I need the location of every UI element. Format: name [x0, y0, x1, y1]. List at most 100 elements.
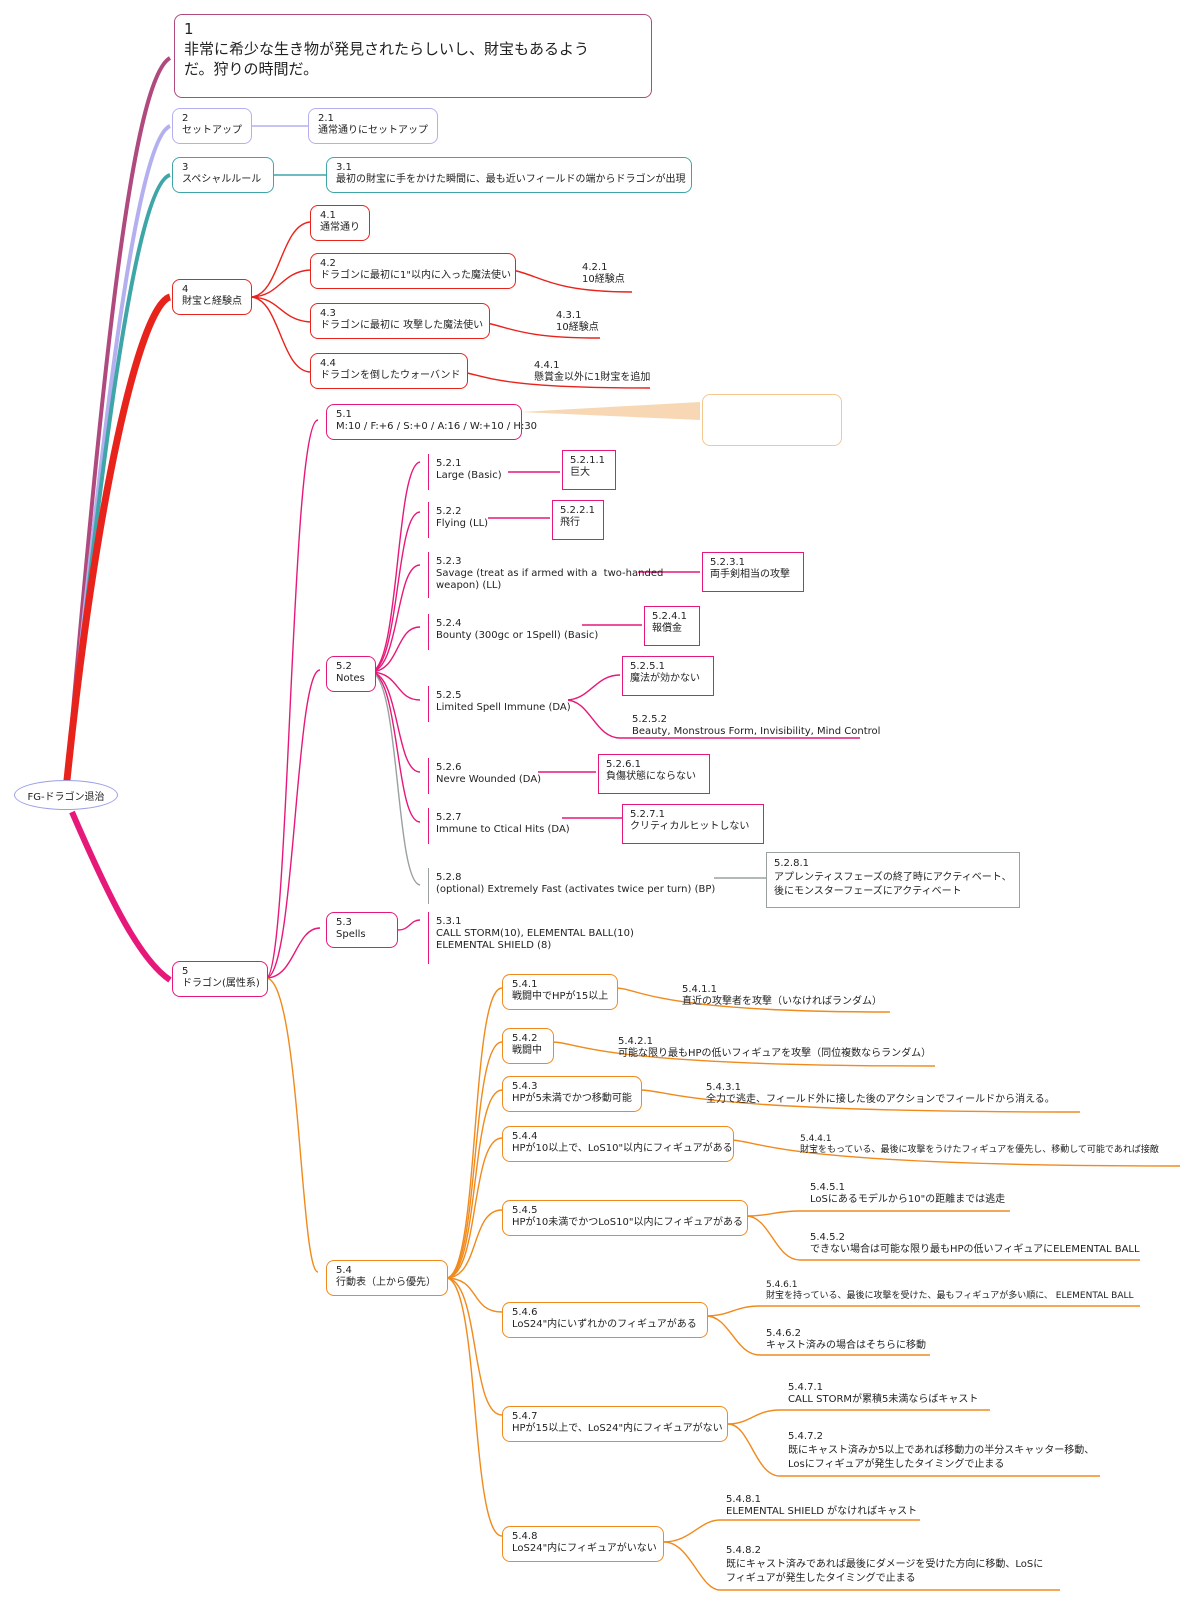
topic-id: 5.3 — [336, 917, 352, 928]
callout-note[interactable] — [702, 394, 842, 446]
topic-5-4-5-1[interactable]: 5.4.5.1 LoSにあるモデルから10"の距離までは逃走 — [808, 1182, 1007, 1206]
topic-id: 5.4.7 — [512, 1411, 538, 1422]
topic-5-4-4-1[interactable]: 5.4.4.1 財宝をもっている、最後に攻撃をうけたフィギュアを優先し、移動して… — [798, 1134, 1161, 1156]
topic-text: 懸賞金以外に1財宝を追加 — [534, 372, 651, 383]
topic-text: HPが10以上で、LoS10"以内にフィギュアがある — [512, 1143, 733, 1154]
topic-5-2-5-1[interactable]: 5.2.5.1 魔法が効かない — [622, 656, 714, 696]
topic-text: 10経験点 — [556, 322, 599, 333]
topic-5-4-6[interactable]: 5.4.6 LoS24"内にいずれかのフィギュアがある — [502, 1302, 708, 1338]
topic-5-4-8-2[interactable]: 5.4.8.2 既にキャスト済みであれば最後にダメージを受けた方向に移動、LoS… — [724, 1544, 1045, 1586]
topic-5-2-3-1[interactable]: 5.2.3.1 両手剣相当の攻撃 — [702, 552, 804, 592]
topic-5-2-2-1[interactable]: 5.2.2.1 飛行 — [552, 500, 604, 540]
topic-5-2-6[interactable]: 5.2.6 Nevre Wounded (DA) — [428, 758, 542, 794]
topic-id: 5.4.2 — [512, 1033, 538, 1044]
topic-id: 4.2 — [320, 258, 336, 269]
topic-text: LoSにあるモデルから10"の距離までは逃走 — [810, 1194, 1006, 1205]
topic-5-2-3[interactable]: 5.2.3 Savage (treat as if armed with a t… — [428, 552, 663, 598]
topic-4-3-1[interactable]: 4.3.1 10経験点 — [554, 310, 601, 334]
topic-id: 4.3 — [320, 308, 336, 319]
topic-4-1[interactable]: 4.1 通常通り — [310, 205, 370, 241]
topic-text: 巨大 — [570, 467, 590, 478]
topic-id: 5.2.5 — [436, 690, 462, 701]
topic-5-4-7-2[interactable]: 5.4.7.2 既にキャスト済みか5以上であれば移動力の半分スキャッター移動、 … — [786, 1430, 1096, 1472]
topic-4-2[interactable]: 4.2 ドラゴンに最初に1"以内に入った魔法使い — [310, 253, 516, 289]
topic-text: 10経験点 — [582, 274, 625, 285]
topic-text: 通常通りにセットアップ — [318, 125, 428, 136]
topic-id: 5.4.5.1 — [810, 1182, 845, 1193]
central-topic[interactable]: FG-ドラゴン退治 — [14, 780, 118, 810]
topic-5-4-2[interactable]: 5.4.2 戦闘中 — [502, 1028, 554, 1064]
topic-4-4-1[interactable]: 4.4.1 懸賞金以外に1財宝を追加 — [532, 360, 652, 384]
topic-4[interactable]: 4 財宝と経験点 — [172, 279, 252, 315]
topic-id: 5.2.6.1 — [606, 759, 641, 770]
topic-5-2-7[interactable]: 5.2.7 Immune to Ctical Hits (DA) — [428, 808, 570, 844]
topic-5-2-1-1[interactable]: 5.2.1.1 巨大 — [562, 450, 616, 490]
topic-5-1[interactable]: 5.1 M:10 / F:+6 / S:+0 / A:16 / W:+10 / … — [326, 404, 537, 440]
topic-5-2-5-2[interactable]: 5.2.5.2 Beauty, Monstrous Form, Invisibi… — [630, 714, 882, 738]
topic-5-2-4[interactable]: 5.2.4 Bounty (300gc or 1Spell) (Basic) — [428, 614, 598, 650]
topic-4-3[interactable]: 4.3 ドラゴンに最初に 攻撃した魔法使い — [310, 303, 490, 339]
topic-text: 財宝と経験点 — [182, 296, 242, 307]
topic-text: ELEMENTAL SHIELD がなければキャスト — [726, 1506, 918, 1517]
topic-id: 5.4.6 — [512, 1307, 538, 1318]
topic-text: Nevre Wounded (DA) — [436, 774, 542, 785]
topic-1[interactable]: 1 非常に希少な生き物が発見されたらしいし、財宝もあるよう だ。狩りの時間だ。 — [174, 14, 652, 98]
topic-5-4[interactable]: 5.4 行動表（上から優先） — [326, 1260, 448, 1296]
topic-id: 5.2.8.1 — [774, 858, 809, 869]
topic-text: HPが15以上で、LoS24"内にフィギュアがない — [512, 1423, 723, 1434]
topic-text: キャスト済みの場合はそちらに移動 — [766, 1340, 926, 1351]
topic-2-1[interactable]: 2.1 通常通りにセットアップ — [308, 108, 438, 144]
topic-5-4-4[interactable]: 5.4.4 HPが10以上で、LoS10"以内にフィギュアがある — [502, 1126, 734, 1162]
topic-text: ドラゴンに最初に1"以内に入った魔法使い — [320, 270, 511, 281]
topic-5-2-1[interactable]: 5.2.1 Large (Basic) — [428, 454, 508, 490]
topic-5-2-6-1[interactable]: 5.2.6.1 負傷状態にならない — [598, 754, 710, 794]
topic-id: 5.4.3.1 — [706, 1082, 741, 1093]
topic-5-2-2[interactable]: 5.2.2 Flying (LL) — [428, 502, 488, 538]
topic-text: スペシャルルール — [182, 174, 262, 185]
topic-5-2-8-1[interactable]: 5.2.8.1 アプレンティスフェーズの終了時にアクティベート、 後にモンスター… — [766, 852, 1020, 908]
topic-5[interactable]: 5 ドラゴン(属性系) — [172, 961, 268, 997]
topic-3-1[interactable]: 3.1 最初の財宝に手をかけた瞬間に、最も近いフィールドの端からドラゴンが出現 — [326, 157, 692, 193]
topic-3[interactable]: 3 スペシャルルール — [172, 157, 274, 193]
topic-id: 5.2.1 — [436, 458, 462, 469]
topic-5-2-4-1[interactable]: 5.2.4.1 報償金 — [644, 606, 700, 646]
topic-5-2-8[interactable]: 5.2.8 (optional) Extremely Fast (activat… — [428, 868, 715, 904]
topic-5-4-7-1[interactable]: 5.4.7.1 CALL STORMが累積5未満ならばキャスト — [786, 1382, 980, 1406]
topic-5-2-5[interactable]: 5.2.5 Limited Spell Immune (DA) — [428, 686, 571, 722]
topic-5-4-6-2[interactable]: 5.4.6.2 キャスト済みの場合はそちらに移動 — [764, 1328, 928, 1352]
topic-5-4-5-2[interactable]: 5.4.5.2 できない場合は可能な限り最もHPの低いフィギュアにELEMENT… — [808, 1232, 1142, 1256]
topic-id: 5.2.7.1 — [630, 809, 665, 820]
topic-5-4-2-1[interactable]: 5.4.2.1 可能な限り最もHPの低いフィギュアを攻撃（同位複数ならランダム） — [616, 1036, 933, 1060]
topic-5-4-8-1[interactable]: 5.4.8.1 ELEMENTAL SHIELD がなければキャスト — [724, 1494, 919, 1518]
topic-id: 5 — [182, 966, 189, 977]
topic-text: セットアップ — [182, 125, 242, 136]
topic-id: 5.2.4 — [436, 618, 462, 629]
topic-id: 3.1 — [336, 162, 352, 173]
topic-id: 1 — [184, 20, 194, 38]
topic-5-2-7-1[interactable]: 5.2.7.1 クリティカルヒットしない — [622, 804, 764, 844]
topic-text: ドラゴンを倒したウォーバンド — [320, 370, 461, 381]
topic-text: 通常通り — [320, 222, 360, 233]
topic-5-4-8[interactable]: 5.4.8 LoS24"内にフィギュアがいない — [502, 1526, 664, 1562]
topic-5-2[interactable]: 5.2 Notes — [326, 656, 376, 692]
topic-text: LoS24"内にいずれかのフィギュアがある — [512, 1319, 697, 1330]
topic-5-3-1[interactable]: 5.3.1 CALL STORM(10), ELEMENTAL BALL(10)… — [428, 912, 638, 964]
topic-5-4-3[interactable]: 5.4.3 HPが5未満でかつ移動可能 — [502, 1076, 642, 1112]
topic-id: 5.4.3 — [512, 1081, 538, 1092]
topic-5-4-1[interactable]: 5.4.1 戦闘中でHPが15以上 — [502, 974, 618, 1010]
topic-5-4-1-1[interactable]: 5.4.1.1 直近の攻撃者を攻撃（いなければランダム） — [680, 984, 884, 1008]
topic-text: 戦闘中でHPが15以上 — [512, 991, 609, 1002]
topic-5-4-7[interactable]: 5.4.7 HPが15以上で、LoS24"内にフィギュアがない — [502, 1406, 728, 1442]
topic-id: 5.4.7.1 — [788, 1382, 823, 1393]
topic-5-4-5[interactable]: 5.4.5 HPが10未満でかつLoS10"以内にフィギュアがある — [502, 1200, 748, 1236]
topic-id: 2 — [182, 113, 189, 124]
topic-5-4-3-1[interactable]: 5.4.3.1 全力で逃走、フィールド外に接した後のアクションでフィールドから消… — [704, 1082, 1057, 1106]
topic-text: 直近の攻撃者を攻撃（いなければランダム） — [682, 996, 882, 1007]
topic-text: CALL STORMが累積5未満ならばキャスト — [788, 1394, 979, 1405]
topic-5-3[interactable]: 5.3 Spells — [326, 912, 398, 948]
topic-4-2-1[interactable]: 4.2.1 10経験点 — [580, 262, 627, 286]
topic-4-4[interactable]: 4.4 ドラゴンを倒したウォーバンド — [310, 353, 468, 389]
topic-5-4-6-1[interactable]: 5.4.6.1 財宝を持っている、最後に攻撃を受けた、最もフィギュアが多い順に、… — [764, 1280, 1136, 1302]
topic-2[interactable]: 2 セットアップ — [172, 108, 252, 144]
